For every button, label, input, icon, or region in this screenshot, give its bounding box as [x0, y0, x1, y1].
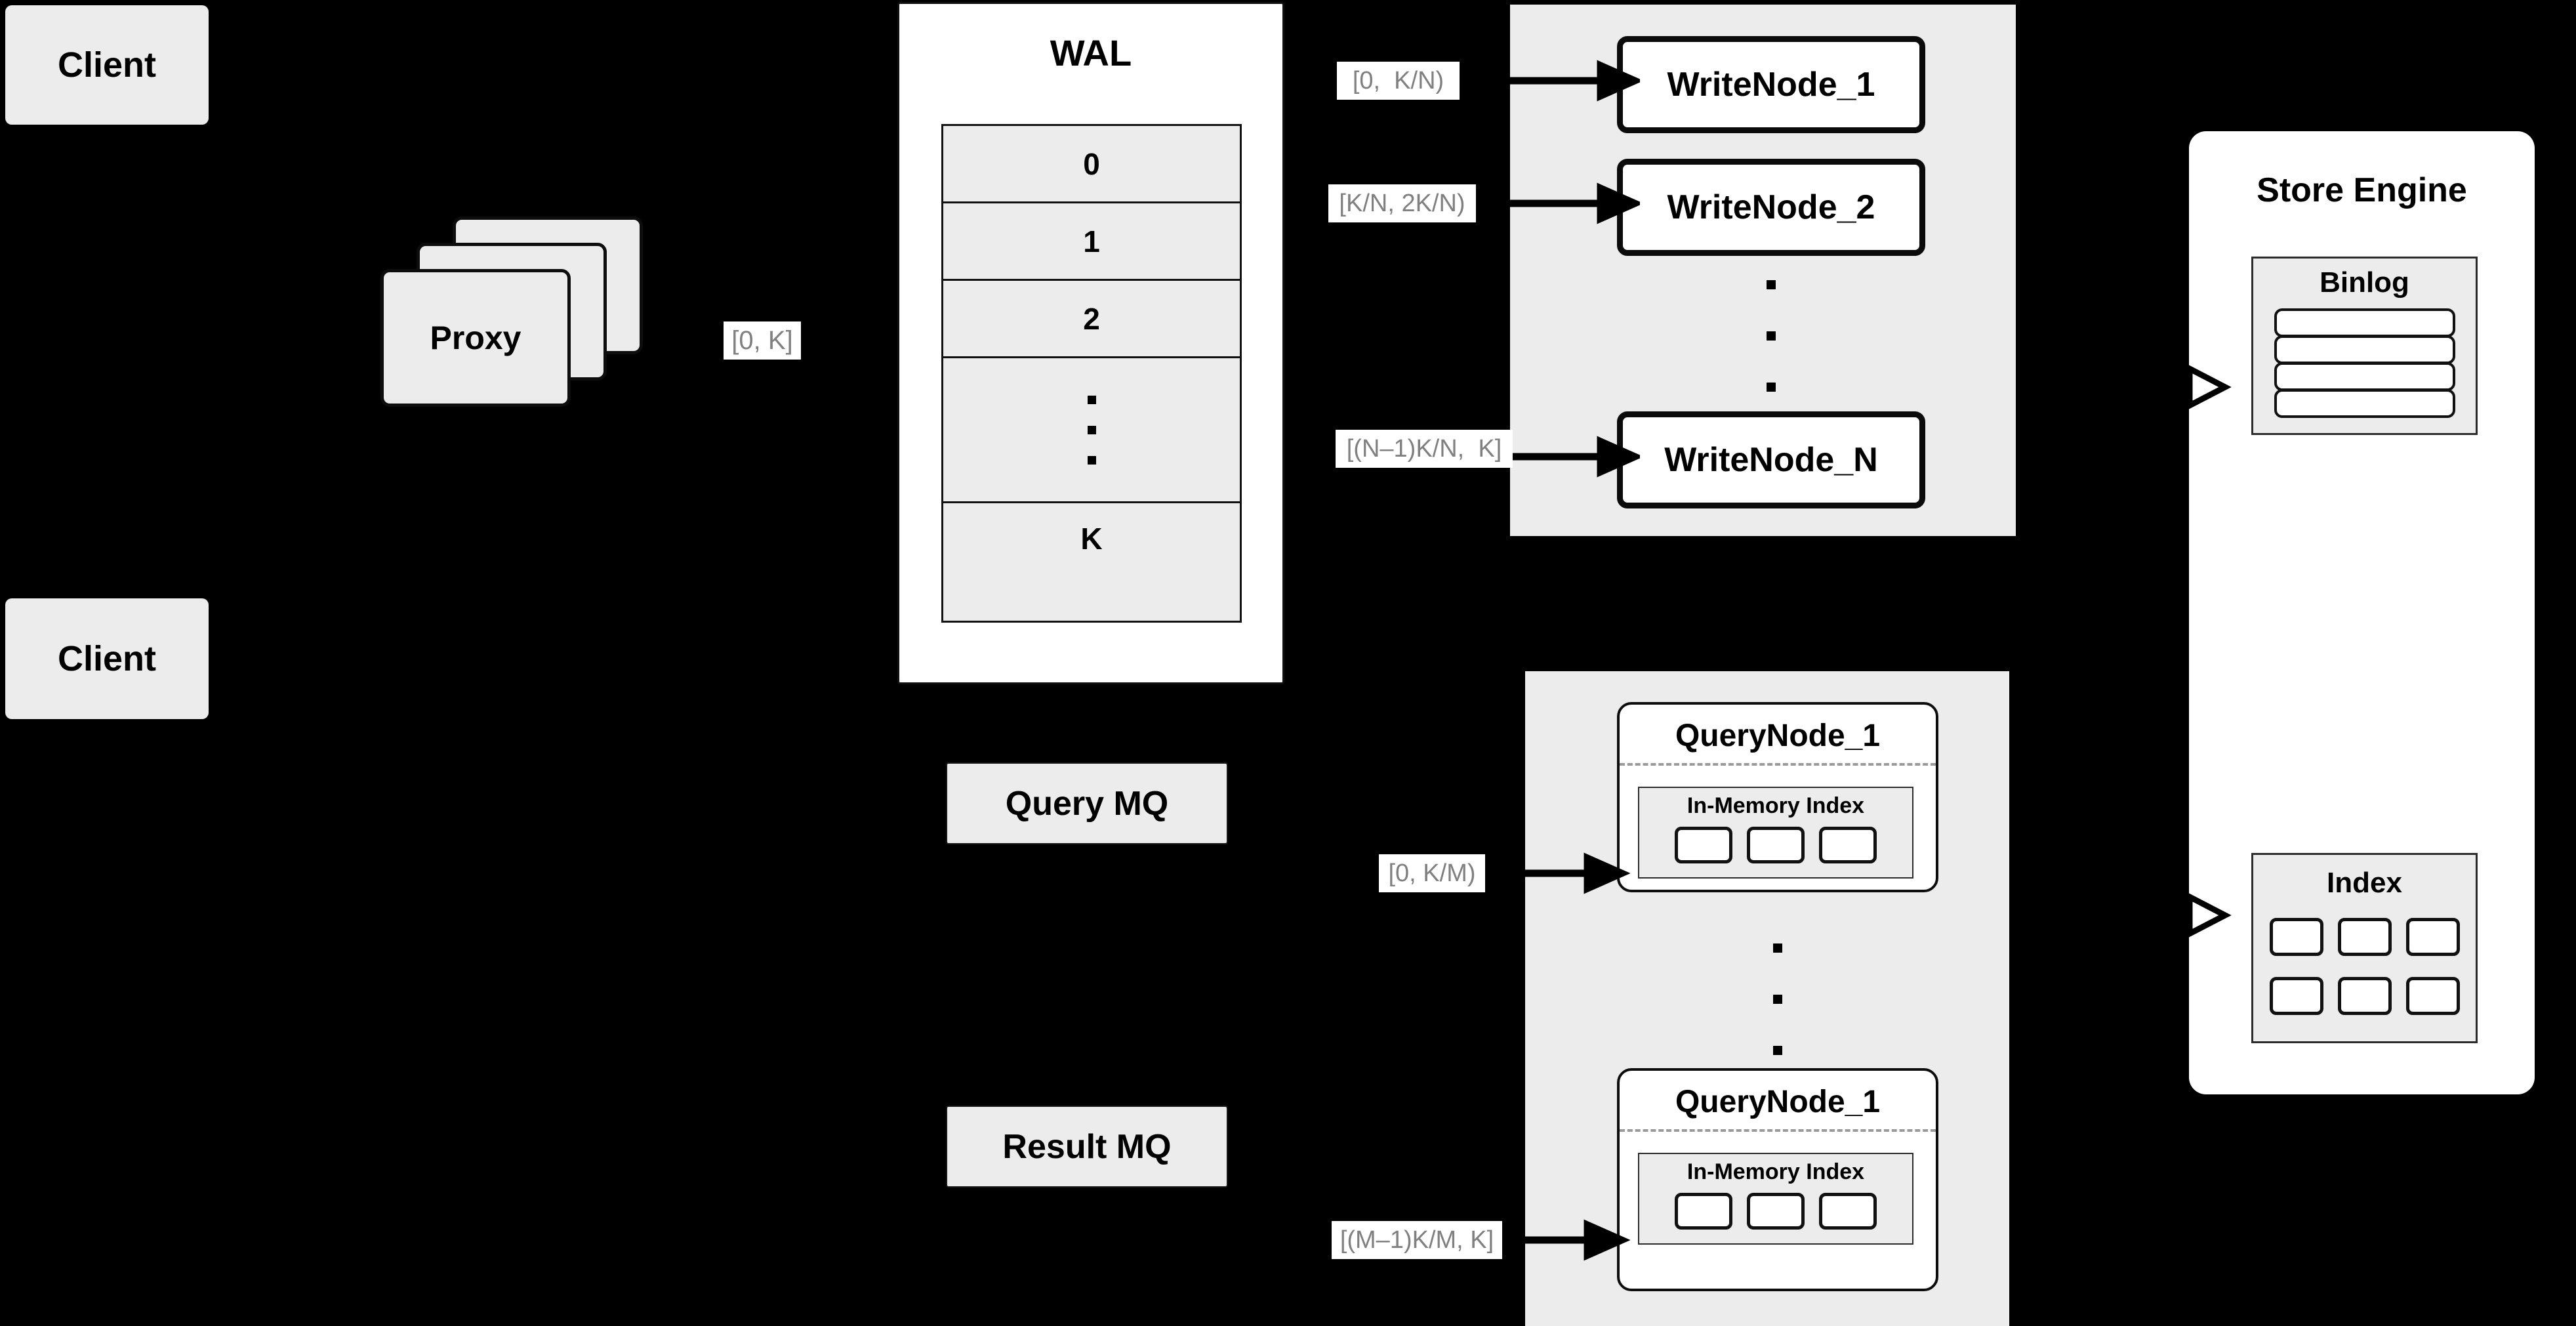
query-node-m-index-title: In-Memory Index	[1687, 1159, 1865, 1184]
query-node-1-index-title: In-Memory Index	[1687, 793, 1865, 818]
edge-label-write-n: [(N–1)K/N, K]	[1336, 430, 1513, 468]
client-label-2: Client	[57, 639, 156, 678]
store-index-title: Index	[2327, 867, 2402, 899]
store-index-chip-5	[2337, 977, 2392, 1015]
write-node-2-label: WriteNode_2	[1667, 188, 1875, 226]
query-node-1-index-chip-3	[1819, 827, 1877, 863]
client-box-1: Client	[5, 5, 209, 125]
store-engine-title: Store Engine	[2257, 171, 2467, 209]
binlog-bar-2	[2274, 335, 2455, 364]
wal-panel: WAL 0 1 2 K	[897, 2, 1284, 684]
query-node-group: QueryNode_1 In-Memory Index QueryNode_1 …	[1525, 671, 2009, 1326]
query-node-m-index-panel: In-Memory Index	[1638, 1153, 1913, 1245]
write-node-1-label: WriteNode_1	[1667, 66, 1875, 104]
edge-label-text: [0, K]	[731, 326, 793, 355]
store-engine-panel: Store Engine Binlog Index	[2189, 131, 2535, 1094]
edge-label-proxy-to-wal: [0, K]	[724, 321, 801, 360]
write-node-1: WriteNode_1	[1617, 36, 1925, 133]
wal-row-0: 0	[943, 126, 1240, 203]
wal-row-2: 2	[943, 281, 1240, 358]
query-node-m-index-chip-3	[1819, 1193, 1877, 1230]
store-index-panel: Index	[2251, 853, 2478, 1043]
result-mq-box: Result MQ	[946, 1106, 1228, 1188]
wal-title: WAL	[1050, 32, 1132, 73]
query-node-m: QueryNode_1 In-Memory Index	[1617, 1068, 1938, 1291]
binlog-panel: Binlog	[2251, 257, 2478, 435]
wal-row-ellipsis	[943, 358, 1240, 503]
query-mq-box: Query MQ	[946, 762, 1228, 844]
edge-label-query-1: [0, K/M)	[1379, 854, 1485, 892]
write-node-n-label: WriteNode_N	[1664, 441, 1878, 479]
proxy-stack: Proxy	[380, 217, 669, 440]
store-index-chip-6	[2405, 977, 2460, 1015]
query-node-1-divider	[1620, 763, 1936, 766]
proxy-card-front: Proxy	[380, 269, 571, 407]
binlog-bar-1	[2274, 308, 2455, 337]
store-index-chip-2	[2337, 918, 2392, 956]
query-node-1-label: QueryNode_1	[1675, 718, 1881, 753]
write-node-n: WriteNode_N	[1617, 411, 1925, 508]
query-node-1-index-chip-1	[1675, 827, 1732, 863]
wal-table: 0 1 2 K	[941, 124, 1242, 623]
store-index-chip-1	[2269, 918, 2323, 956]
client-box-2: Client	[5, 598, 209, 719]
write-node-group: WriteNode_1 WriteNode_2 WriteNode_N	[1510, 5, 2016, 536]
binlog-bar-4	[2274, 389, 2455, 418]
store-index-chip-4	[2269, 977, 2323, 1015]
store-engine-arrows	[2152, 363, 2232, 939]
wal-ellipsis-dots	[1087, 395, 1096, 465]
query-node-ellipsis-dots	[1768, 943, 1788, 1055]
query-mq-label: Query MQ	[1005, 784, 1169, 823]
proxy-label: Proxy	[430, 320, 521, 356]
write-node-ellipsis-dots	[1761, 280, 1781, 392]
query-node-1-index-panel: In-Memory Index	[1638, 787, 1913, 879]
edge-label-query-m: [(M–1)K/M, K]	[1332, 1221, 1502, 1259]
query-node-m-index-chip-2	[1747, 1193, 1805, 1230]
edge-label-write-2: [K/N, 2K/N)	[1328, 184, 1476, 222]
wal-row-1: 1	[943, 203, 1240, 281]
query-node-m-index-chip-1	[1675, 1193, 1732, 1230]
query-node-m-label: QueryNode_1	[1675, 1085, 1881, 1119]
query-node-1: QueryNode_1 In-Memory Index	[1617, 702, 1938, 892]
binlog-title: Binlog	[2320, 266, 2409, 299]
store-index-chip-3	[2405, 918, 2460, 956]
wal-row-k: K	[1080, 522, 1103, 556]
query-node-1-index-chip-2	[1747, 827, 1805, 863]
result-mq-label: Result MQ	[1002, 1127, 1172, 1166]
write-node-2: WriteNode_2	[1617, 159, 1925, 256]
client-label-1: Client	[57, 45, 156, 85]
edge-label-write-1: [0, K/N)	[1337, 62, 1460, 100]
binlog-bar-3	[2274, 362, 2455, 391]
query-node-m-divider	[1620, 1129, 1936, 1132]
